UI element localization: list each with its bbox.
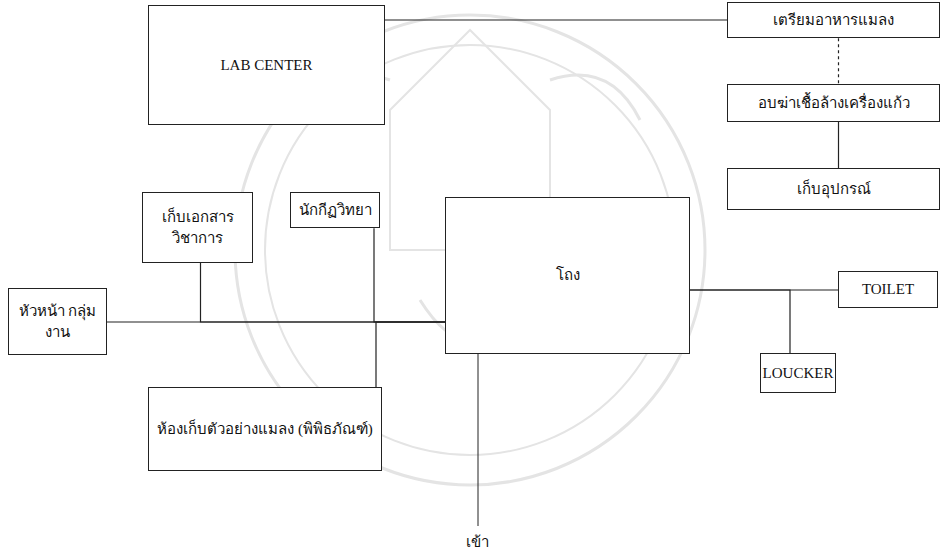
corridor-line bbox=[374, 228, 445, 322]
room-name: เก็บเอกสาร วิชาการ bbox=[148, 207, 247, 248]
lab-room: LAB CENTER bbox=[148, 5, 385, 125]
seal-flourish bbox=[550, 75, 640, 120]
room-box: TOILET bbox=[838, 271, 938, 307]
room-name: LOUCKER bbox=[763, 363, 834, 383]
room-box: เตรียมอาหารแมลง bbox=[727, 2, 940, 38]
corridor-line bbox=[838, 38, 839, 84]
room-name: โถง bbox=[556, 265, 580, 285]
hall-box: โถง bbox=[445, 197, 690, 354]
room-name: ห้องเก็บตัวอย่างแมลง (พิพิธภัณฑ์) bbox=[157, 419, 373, 439]
corridor-line bbox=[690, 290, 790, 353]
room-box: หัวหน้า กลุ่มงาน bbox=[8, 288, 107, 355]
corridor-line bbox=[201, 263, 446, 322]
room-box: เก็บอุปกรณ์ bbox=[727, 168, 940, 210]
room-name: TOILET bbox=[862, 279, 914, 299]
entrance-label: เข้า bbox=[464, 530, 491, 554]
room-box: ห้องเก็บตัวอย่างแมลง (พิพิธภัณฑ์) bbox=[148, 387, 382, 471]
room-name: หัวหน้า กลุ่มงาน bbox=[14, 301, 101, 342]
entrance-line bbox=[478, 354, 479, 526]
room-box: อบฆ่าเชื้อล้างเครื่องแก้ว bbox=[727, 84, 940, 122]
room-name: อบฆ่าเชื้อล้างเครื่องแก้ว bbox=[758, 93, 910, 113]
room-name: นักกีฏวิทยา bbox=[299, 200, 372, 220]
room-box: เก็บเอกสาร วิชาการ bbox=[142, 192, 253, 263]
corridor-line bbox=[385, 19, 727, 20]
corridor-line bbox=[376, 322, 445, 387]
corridor-line bbox=[838, 122, 839, 168]
room-name: เตรียมอาหารแมลง bbox=[773, 10, 894, 30]
room-name: เก็บอุปกรณ์ bbox=[797, 179, 871, 199]
room-name: LAB CENTER bbox=[220, 55, 312, 75]
room-box: LOUCKER bbox=[760, 353, 836, 393]
room-box: นักกีฏวิทยา bbox=[290, 192, 380, 228]
